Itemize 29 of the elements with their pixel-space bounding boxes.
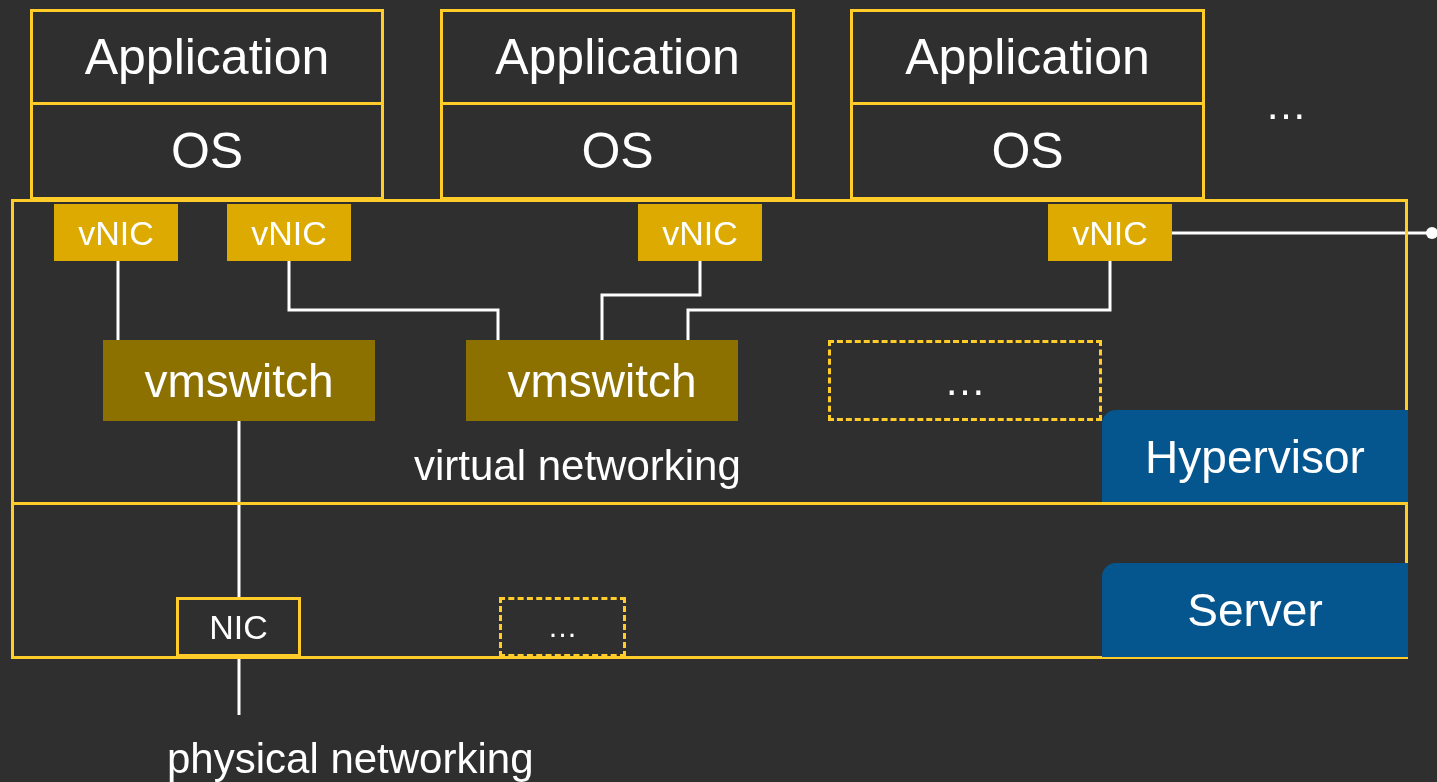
placeholder-box: …	[828, 340, 1102, 421]
os-box: OS	[850, 102, 1205, 200]
hypervisor-tab: Hypervisor	[1102, 410, 1408, 503]
nic-box: NIC	[176, 597, 301, 657]
connector-line	[116, 261, 120, 340]
os-box: OS	[440, 102, 795, 200]
vnic-box: vNIC	[227, 204, 351, 261]
connector-line	[1172, 227, 1437, 239]
os-box: OS	[30, 102, 384, 200]
vnic-box: vNIC	[54, 204, 178, 261]
hypervisor-layer	[11, 199, 1408, 505]
section-label: virtual networking	[414, 445, 741, 487]
connector-line	[237, 657, 241, 715]
application-box: Application	[440, 9, 795, 105]
vmswitch-box: vmswitch	[103, 340, 375, 421]
application-box: Application	[30, 9, 384, 105]
connector-line	[237, 421, 241, 597]
section-label: physical networking	[167, 738, 534, 780]
connector-line	[287, 261, 500, 340]
application-box: Application	[850, 9, 1205, 105]
placeholder-box: …	[499, 597, 626, 657]
connector-line	[600, 261, 702, 340]
vmswitch-box: vmswitch	[466, 340, 738, 421]
server-layer	[11, 502, 1408, 659]
server-tab: Server	[1102, 563, 1408, 657]
vnic-box: vNIC	[638, 204, 762, 261]
ellipsis: …	[1265, 84, 1307, 126]
connector-line	[686, 261, 1112, 340]
vnic-box: vNIC	[1048, 204, 1172, 261]
